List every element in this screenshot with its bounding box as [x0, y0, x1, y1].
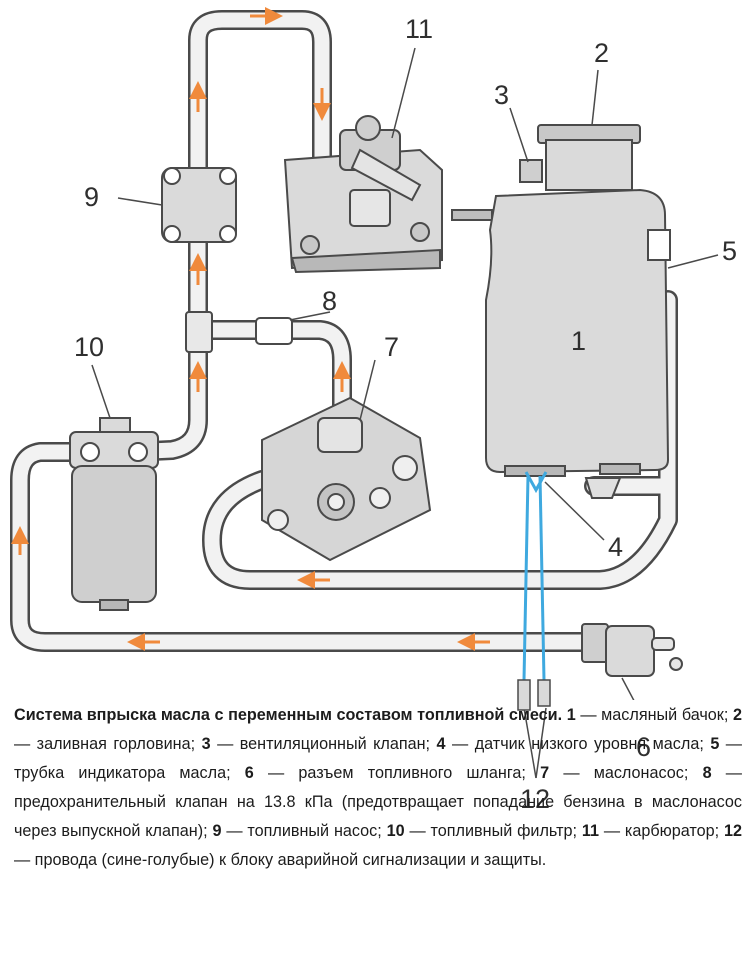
caption-key: 11: [581, 822, 599, 840]
fuel-filter: [69, 417, 159, 611]
label-6: 6: [636, 732, 652, 762]
label-9: 9: [84, 182, 99, 212]
caption-text: — провода (сине-голубые) к блоку аварийн…: [14, 851, 547, 869]
caption-text: — заливная горловина;: [14, 735, 202, 753]
caption-key: 5: [710, 735, 720, 753]
leader-lines: [91, 47, 719, 700]
label-3: 3: [494, 80, 509, 110]
number-labels: 11 2 3 9 5 8 1 7 10 4: [74, 14, 737, 562]
caption-key: 8: [702, 764, 712, 782]
label-11: 11: [405, 14, 433, 44]
oil-injection-diagram: 11 2 3 9 5 8 1 7 10 4: [10, 7, 737, 700]
caption-text: — вентиляционный клапан;: [210, 735, 437, 753]
caption-text: — карбюратор;: [598, 822, 724, 840]
caption-key: 4: [436, 735, 446, 753]
label-8: 8: [322, 286, 337, 316]
label-1: 1: [571, 326, 586, 356]
alarm-wires: [522, 471, 548, 681]
carburetor: [283, 115, 443, 274]
flow-arrows: [11, 7, 490, 651]
caption-text: — предохранительный клапан на 13.8 кПа (…: [14, 764, 742, 840]
caption-title: Система впрыска масла с переменным соста…: [14, 706, 563, 724]
label-10: 10: [74, 332, 104, 362]
figure-caption: Система впрыска масла с переменным соста…: [14, 701, 742, 875]
label-4: 4: [608, 532, 623, 562]
check-valve: [255, 317, 293, 345]
caption-key: 3: [201, 735, 211, 753]
caption-text: — разъем топливного шланга;: [253, 764, 541, 782]
caption-key: 1: [566, 706, 576, 724]
label-2: 2: [594, 38, 609, 68]
caption-key: 7: [540, 764, 550, 782]
caption-text: — топливный насос;: [221, 822, 387, 840]
caption-key: 6: [244, 764, 254, 782]
caption-text: — датчик низкого уровня масла;: [445, 735, 711, 753]
label-5: 5: [722, 236, 737, 266]
oil-pump: [261, 396, 432, 562]
label-7: 7: [384, 332, 399, 362]
fuel-hose-connector: [581, 623, 683, 677]
tee-junction: [185, 311, 213, 353]
caption-key: 10: [386, 822, 405, 840]
caption-key: 2: [732, 706, 742, 724]
caption-text: — маслонасос;: [549, 764, 703, 782]
oil-level-sensor: [584, 477, 622, 499]
oil-tank: [451, 124, 671, 477]
caption-text: — масляный бачок;: [575, 706, 733, 724]
caption-key: 9: [212, 822, 222, 840]
caption-key: 12: [723, 822, 742, 840]
label-12: 12: [520, 784, 551, 814]
caption-text: — трубка индикатора масла;: [14, 735, 742, 782]
caption-text: — топливный фильтр;: [404, 822, 582, 840]
fuel-pump: [161, 167, 237, 243]
